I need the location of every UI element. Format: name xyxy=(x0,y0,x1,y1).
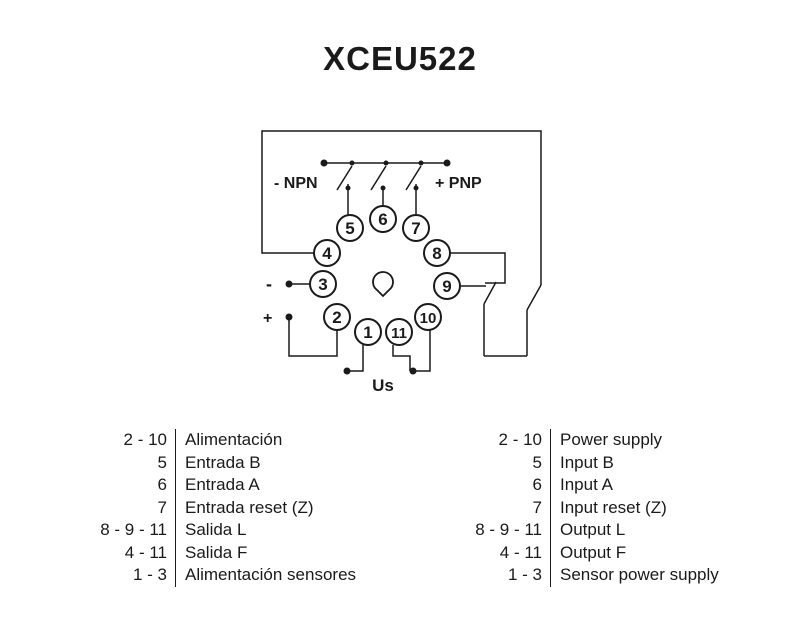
legend-en-pins: 1 - 3 xyxy=(455,564,551,587)
legend-es-row: 1 - 3 Alimentación sensores xyxy=(80,564,356,587)
wire-terminal-11 xyxy=(392,345,411,371)
wire-terminal-4-loop xyxy=(261,130,542,285)
terminal-2-ring xyxy=(323,303,351,331)
legend-en-row: 4 - 11 Output F xyxy=(455,541,719,564)
legend-es-pins: 6 xyxy=(80,474,176,497)
wire-plus xyxy=(288,317,338,357)
legend-en-pins: 8 - 9 - 11 xyxy=(455,519,551,542)
npn-label: - NPN xyxy=(274,175,318,192)
legend-es-row: 7 Entrada reset (Z) xyxy=(80,496,356,519)
legend-es-pins: 1 - 3 xyxy=(80,564,176,587)
terminal-6-ring xyxy=(369,205,397,233)
contact-L xyxy=(483,281,497,305)
terminal-11: 11 xyxy=(391,325,407,342)
socket-key-icon xyxy=(372,271,394,298)
terminal-3-ring xyxy=(309,270,337,298)
legend-en-description: Input B xyxy=(560,452,614,472)
terminal-6: 6 xyxy=(378,210,387,229)
us-label: Us xyxy=(372,376,394,395)
legend-es-description: Alimentación sensores xyxy=(185,565,357,584)
node-us-right xyxy=(409,367,417,375)
legend-es-description: Salida L xyxy=(185,520,247,539)
contact-F xyxy=(526,284,542,311)
node-switch-7 xyxy=(413,185,419,191)
legend-en-pins: 5 xyxy=(455,451,551,474)
switch-5 xyxy=(336,165,353,191)
terminal-4: 4 xyxy=(322,244,332,263)
legend-en-description: Output F xyxy=(560,542,627,562)
node-switch-5 xyxy=(345,185,351,191)
legend-es-pins: 7 xyxy=(80,496,176,519)
legend-es-description: Entrada B xyxy=(185,452,261,472)
terminal-3: 3 xyxy=(318,275,327,294)
wire-us-left xyxy=(347,345,364,372)
legend-en-description: Input A xyxy=(560,475,613,494)
legend-es-pins: 5 xyxy=(80,451,176,474)
legend-en-pins: 4 - 11 xyxy=(455,541,551,564)
legend-en-description: Input reset (Z) xyxy=(560,497,667,517)
legend-es-description: Entrada reset (Z) xyxy=(185,497,314,517)
legend-es-description: Salida F xyxy=(185,542,248,562)
switch-7 xyxy=(405,165,422,191)
legend-es-row: 8 - 9 - 11 Salida L xyxy=(80,519,356,542)
legend-es-row: 2 - 10 Alimentación xyxy=(80,429,356,452)
plus-label: + xyxy=(263,310,272,327)
terminal-7: 7 xyxy=(411,219,420,238)
wire-us-right xyxy=(413,330,431,372)
legend-en-description: Sensor power supply xyxy=(560,565,719,584)
terminal-11-ring xyxy=(385,318,413,346)
terminal-8: 8 xyxy=(432,244,441,263)
terminal-10: 10 xyxy=(420,310,437,327)
terminal-7-ring xyxy=(402,214,430,242)
node-bus-left xyxy=(320,159,328,167)
legend-en-pins: 7 xyxy=(455,496,551,519)
legend-es-pins: 2 - 10 xyxy=(80,429,176,452)
legend-es-pins: 4 - 11 xyxy=(80,541,176,564)
legend-es-pins: 8 - 9 - 11 xyxy=(80,519,176,542)
legend-en-pins: 6 xyxy=(455,474,551,497)
legend-es-row: 6 Entrada A xyxy=(80,474,356,497)
wiring-diagram: 1 2 3 4 5 6 7 8 9 10 11 - NPN + PNP - + … xyxy=(261,130,542,395)
legend-es-row: 4 - 11 Salida F xyxy=(80,541,356,564)
diagram-title: XCEU522 xyxy=(323,40,477,77)
terminal-1: 1 xyxy=(363,323,372,342)
terminal-5: 5 xyxy=(345,219,354,238)
node-bus-5 xyxy=(349,160,355,166)
node-bus-7 xyxy=(418,160,424,166)
legend-en-row: 5 Input B xyxy=(455,451,719,474)
node-us-left xyxy=(343,367,351,375)
node-minus xyxy=(285,280,293,288)
node-plus xyxy=(285,313,293,321)
terminal-9-ring xyxy=(433,272,461,300)
legend-en-description: Power supply xyxy=(560,430,663,449)
node-switch-6 xyxy=(380,185,386,191)
legend-en-row: 1 - 3 Sensor power supply xyxy=(455,564,719,587)
legend-en-row: 8 - 9 - 11 Output L xyxy=(455,519,719,542)
node-bus-6 xyxy=(383,160,389,166)
terminal-8-ring xyxy=(423,239,451,267)
terminal-1-ring xyxy=(354,318,382,346)
legend-en-pins: 2 - 10 xyxy=(455,429,551,452)
terminal-5-ring xyxy=(336,214,364,242)
terminal-4-ring xyxy=(313,239,341,267)
pnp-label: + PNP xyxy=(435,175,482,192)
terminal-10-ring xyxy=(414,303,442,331)
legend-en-description: Output L xyxy=(560,520,626,539)
terminal-2: 2 xyxy=(332,308,341,327)
minus-label: - xyxy=(266,274,272,294)
legend-en-row: 2 - 10 Power supply xyxy=(455,429,719,452)
terminal-9: 9 xyxy=(442,277,451,296)
legend-english: 2 - 10 Power supply 5 Input B 6 Input A 7 Input… xyxy=(455,429,719,587)
node-bus-right xyxy=(443,159,451,167)
legend-es-description: Alimentación xyxy=(185,430,283,449)
legend-en-row: 6 Input A xyxy=(455,474,719,497)
legend-es-description: Entrada A xyxy=(185,475,260,494)
legend-es-row: 5 Entrada B xyxy=(80,451,356,474)
switch-6 xyxy=(370,165,387,191)
legend-en-row: 7 Input reset (Z) xyxy=(455,496,719,519)
